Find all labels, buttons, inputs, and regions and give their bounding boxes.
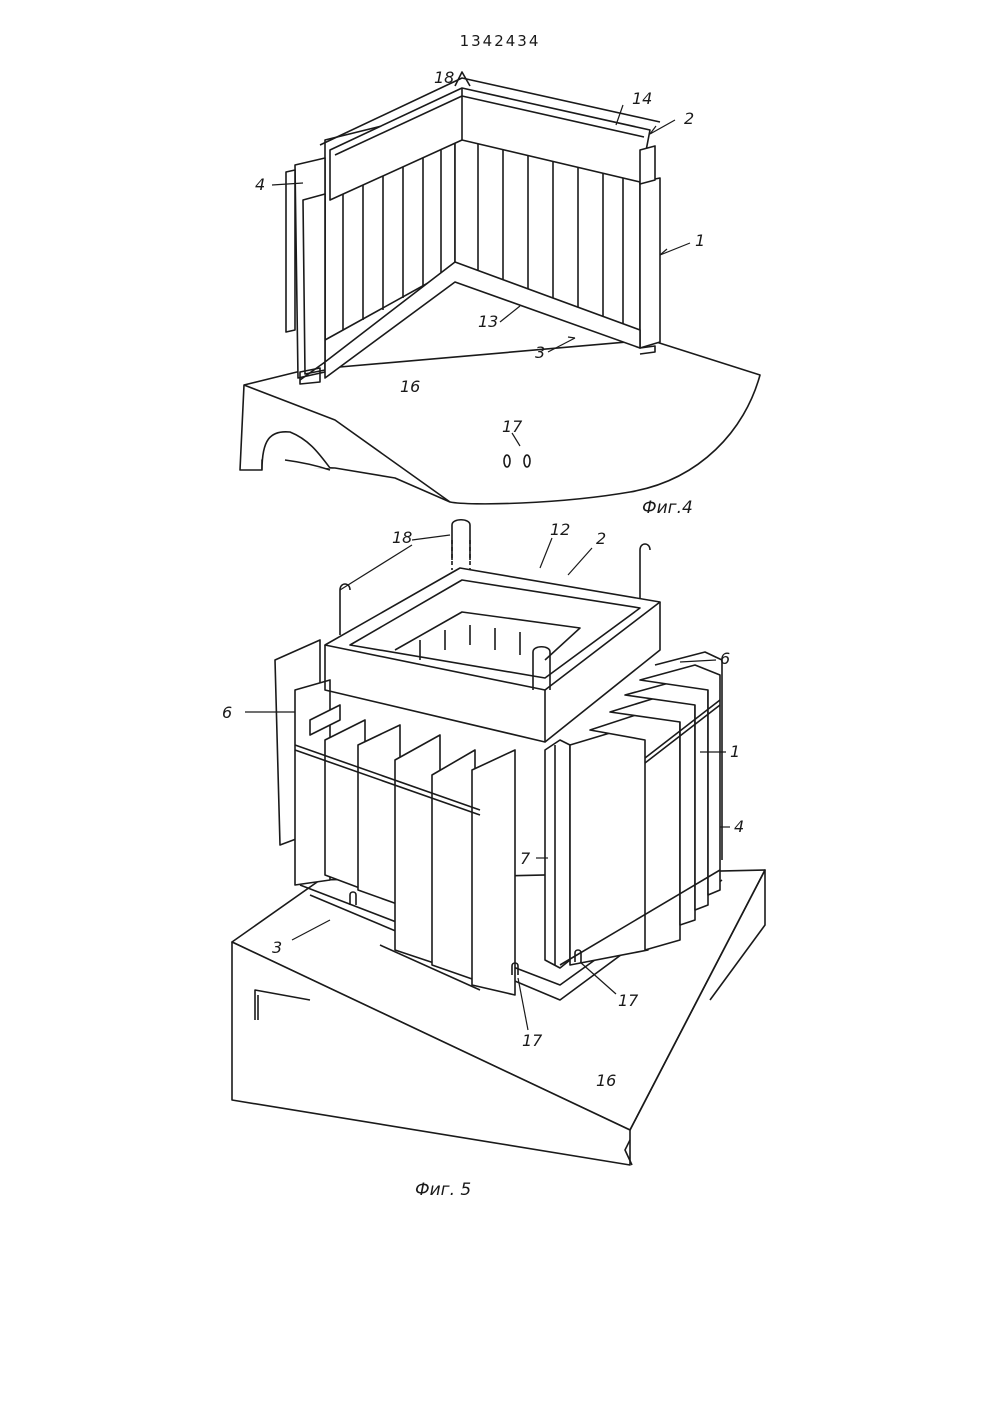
fig5-label-6-left: 6 xyxy=(222,703,232,722)
fig4-left-post xyxy=(286,158,325,378)
fig4-label-1: 1 xyxy=(695,231,705,250)
fig5-label-17-right: 17 xyxy=(618,991,639,1010)
fig4-label-2: 2 xyxy=(684,109,694,128)
fig5-label-17-bottom: 17 xyxy=(522,1031,543,1050)
fig4-label-14: 14 xyxy=(632,89,652,108)
fig5-corner-column xyxy=(545,740,570,968)
figure-5-drawing xyxy=(232,520,765,1165)
figure-4-drawing xyxy=(240,72,760,504)
fig5-label-2: 2 xyxy=(596,529,606,548)
fig4-label-16: 16 xyxy=(400,377,420,396)
fig4-label-17: 17 xyxy=(502,417,523,436)
fig5-label-18: 18 xyxy=(392,528,412,547)
fig5-label-1: 1 xyxy=(730,742,740,761)
fig5-label-16: 16 xyxy=(596,1071,616,1090)
fig5-label-4: 4 xyxy=(734,817,744,836)
fig5-label-12: 12 xyxy=(550,520,570,539)
fig5-label-3: 3 xyxy=(272,938,282,957)
fig5-left-back-panel xyxy=(275,640,330,885)
fig4-right-post xyxy=(640,146,660,348)
fig4-label-3: 3 xyxy=(535,343,545,362)
fig4-label-18: 18 xyxy=(434,68,454,87)
fig4-label-13: 13 xyxy=(478,312,498,331)
fig5-label-7: 7 xyxy=(520,849,531,868)
fig5-top-frame xyxy=(325,568,660,742)
fig4-caption: Фиг.4 xyxy=(642,498,693,518)
fig5-caption: Фиг. 5 xyxy=(415,1180,471,1200)
fig5-label-6-right: 6 xyxy=(720,649,730,668)
fig4-label-4: 4 xyxy=(255,175,265,194)
